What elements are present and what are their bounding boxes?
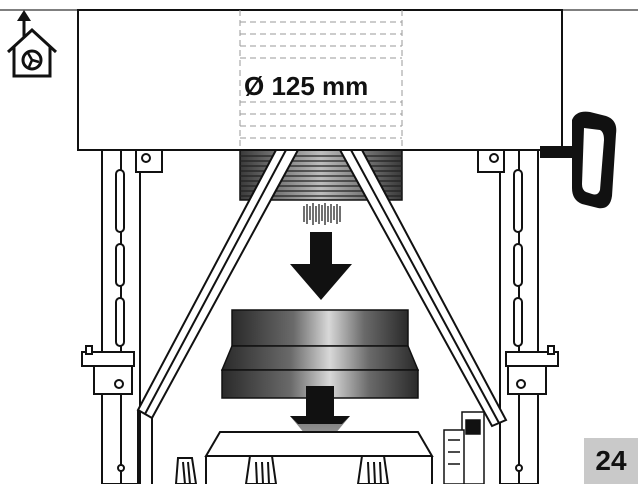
right-rail xyxy=(499,149,539,484)
duct-adapter xyxy=(220,309,420,399)
left-bracket xyxy=(81,345,135,395)
step-number-badge: 24 xyxy=(584,438,638,484)
house-extraction-fan-icon xyxy=(6,10,58,78)
diagonal-struts xyxy=(136,149,508,484)
motor-housing xyxy=(174,431,434,484)
right-top-clip xyxy=(477,149,505,173)
control-box xyxy=(443,411,485,484)
right-bracket xyxy=(505,345,559,395)
hood-panel: Ø 125 mm xyxy=(77,9,563,151)
arrow-down-icon xyxy=(290,232,352,300)
handle-icon xyxy=(540,111,617,209)
left-rail xyxy=(101,149,141,484)
left-top-clip xyxy=(135,149,163,173)
airflow-lines xyxy=(303,203,341,225)
step-number: 24 xyxy=(595,445,627,476)
duct-diameter-label: Ø 125 mm xyxy=(244,71,368,101)
